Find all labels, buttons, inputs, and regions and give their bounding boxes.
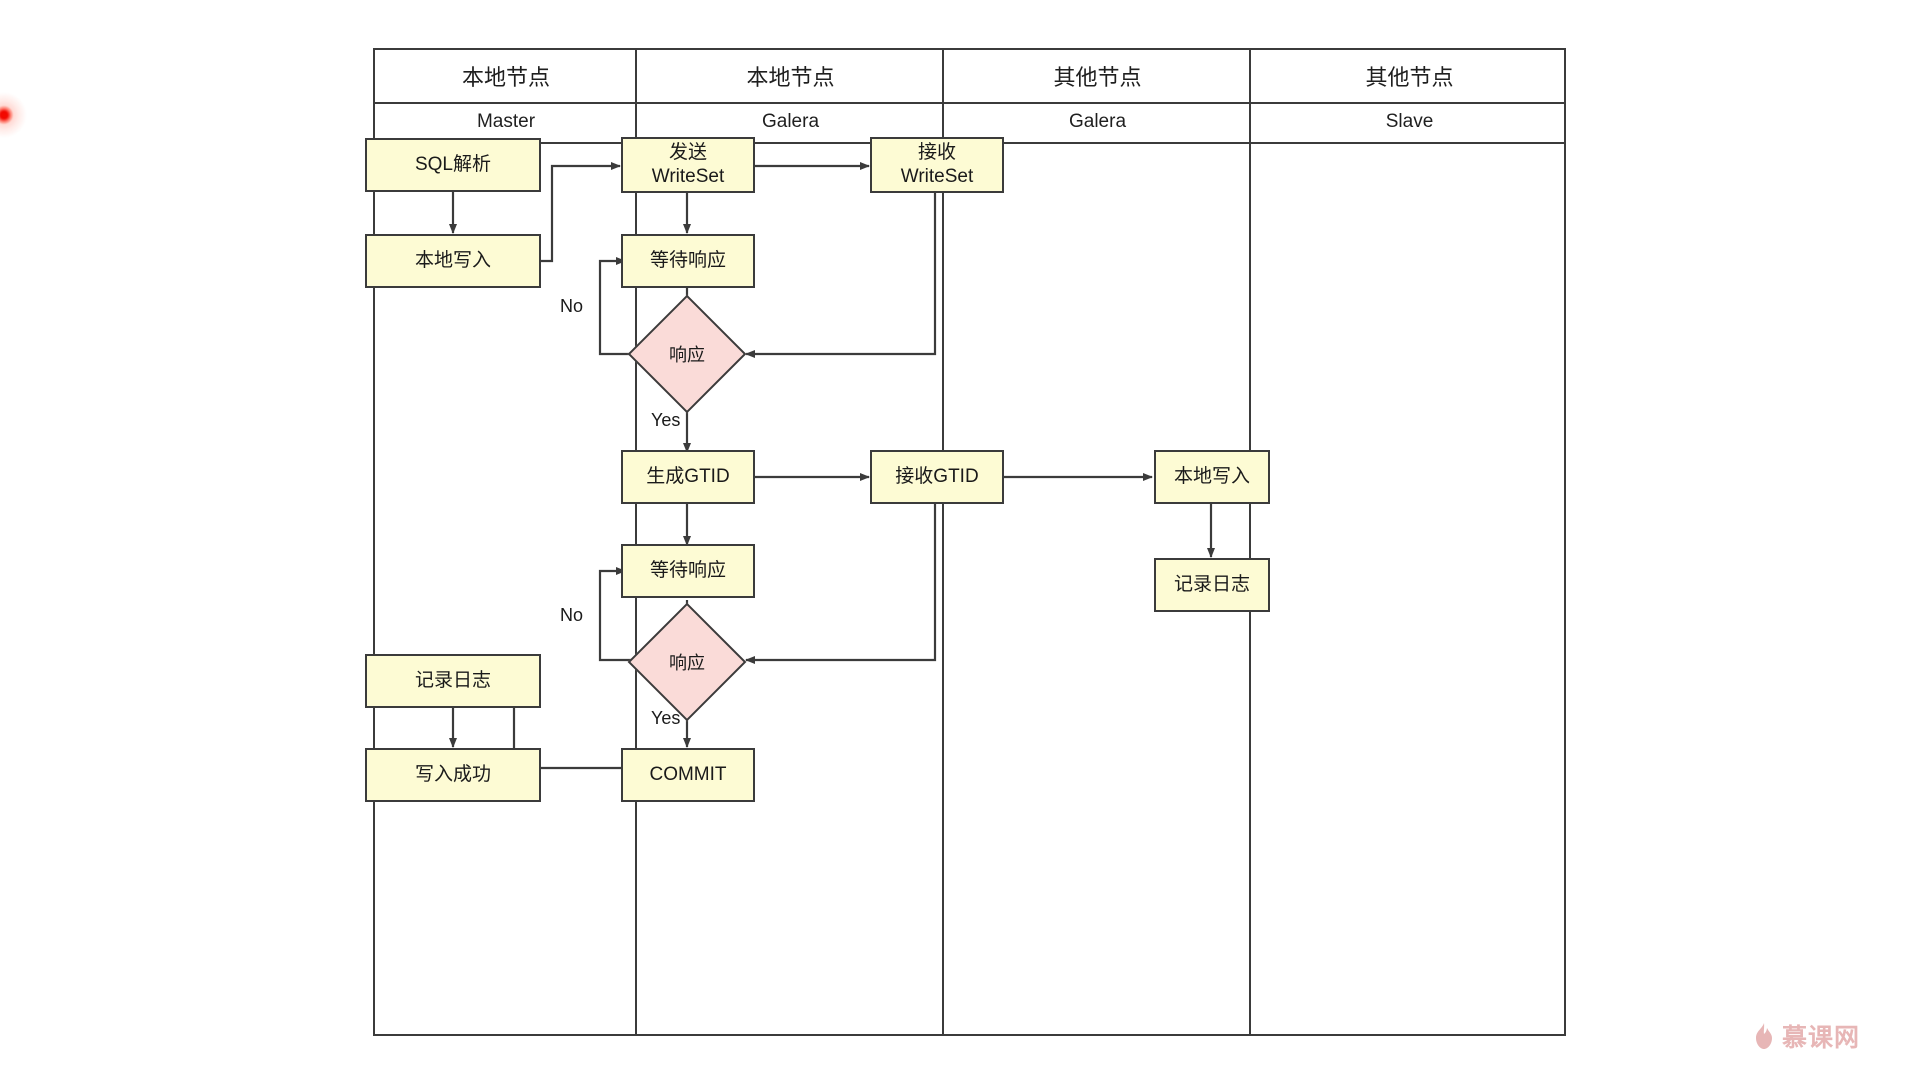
lane-header-slave-sub: Slave xyxy=(1385,111,1434,132)
lane-header-galera-other-top: 其他节点 xyxy=(1053,65,1142,90)
node-send-writeset[interactable]: 发送 WriteSet xyxy=(621,137,755,193)
node-send-writeset-line1: 发送 xyxy=(668,142,707,164)
node-log-slave[interactable]: 记录日志 xyxy=(1154,558,1270,612)
decision-label-2: 响应 xyxy=(669,653,705,673)
flame-icon xyxy=(1756,1023,1772,1049)
node-generate-gtid[interactable]: 生成GTID xyxy=(621,450,755,504)
lane-header-galera-local-sub: Galera xyxy=(761,111,820,132)
lane-column-galera-local xyxy=(637,50,944,1034)
lane-header-slave-top: 其他节点 xyxy=(1365,65,1454,90)
node-receive-writeset-line1: 接收 xyxy=(917,142,956,164)
edge-label-no-2: No xyxy=(560,605,584,625)
lane-column-galera-other xyxy=(944,50,1251,1034)
lane-header-master-sub: Master xyxy=(476,111,536,132)
watermark: 慕课网 xyxy=(1752,1018,1860,1054)
lane-column-slave xyxy=(1251,50,1568,1034)
node-sql-parse[interactable]: SQL解析 xyxy=(365,138,541,192)
decision-label-1: 响应 xyxy=(669,345,705,365)
node-write-success[interactable]: 写入成功 xyxy=(365,748,541,802)
node-wait-response-1[interactable]: 等待响应 xyxy=(621,234,755,288)
cursor-indicator xyxy=(0,92,27,138)
edge-label-yes-1: Yes xyxy=(651,410,681,430)
node-decision-response-2[interactable]: 响应 xyxy=(627,602,747,722)
edge-label-no-1: No xyxy=(560,296,584,316)
node-receive-writeset[interactable]: 接收 WriteSet xyxy=(870,137,1004,193)
node-wait-response-2[interactable]: 等待响应 xyxy=(621,544,755,598)
header-divider-top xyxy=(375,102,1564,104)
node-local-write-slave[interactable]: 本地写入 xyxy=(1154,450,1270,504)
node-decision-response-1[interactable]: 响应 xyxy=(627,294,747,414)
lane-column-master xyxy=(375,50,637,1034)
lane-header-galera-local-top: 本地节点 xyxy=(746,65,835,90)
lane-header-master-top: 本地节点 xyxy=(461,65,550,90)
node-receive-writeset-line2: WriteSet xyxy=(900,166,974,187)
lane-header-galera-other-sub: Galera xyxy=(1068,111,1127,132)
edge-label-yes-2: Yes xyxy=(651,708,681,728)
node-local-write-master[interactable]: 本地写入 xyxy=(365,234,541,288)
watermark-text: 慕课网 xyxy=(1782,1023,1861,1052)
node-send-writeset-line2: WriteSet xyxy=(651,166,725,187)
node-log-master[interactable]: 记录日志 xyxy=(365,654,541,708)
swimlane-frame: 本地节点 本地节点 其他节点 其他节点 Master Galera Galera… xyxy=(365,48,1568,1036)
node-receive-gtid[interactable]: 接收GTID xyxy=(870,450,1004,504)
node-commit[interactable]: COMMIT xyxy=(621,748,755,802)
